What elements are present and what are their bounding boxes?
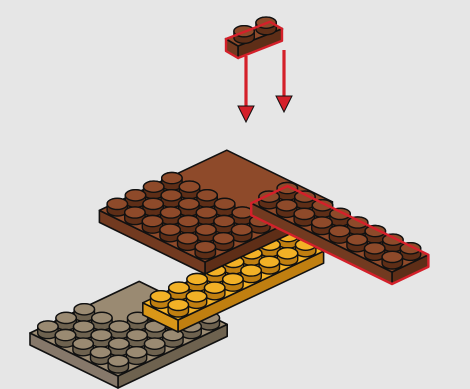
brown-small-stud xyxy=(382,251,402,269)
brown-large-stud-top xyxy=(144,181,164,192)
yellow-stud-top xyxy=(241,265,261,276)
tan-stud-top xyxy=(109,321,129,332)
tan-stud-top xyxy=(126,347,146,358)
yellow-stud-top xyxy=(168,299,188,310)
tan-stud-top xyxy=(127,330,147,341)
yellow-stud xyxy=(205,282,225,300)
brown-large-stud-top xyxy=(143,198,163,209)
tan-stud xyxy=(145,338,165,356)
brown-large-stud-top xyxy=(161,190,181,201)
brown-large-stud-top xyxy=(179,181,199,192)
yellow-stud-top xyxy=(186,291,206,302)
yellow-stud xyxy=(186,291,206,309)
brown-large-stud-top xyxy=(160,224,180,235)
brown-small-stud-top xyxy=(329,226,349,237)
brown-large-stud-top xyxy=(215,198,235,209)
brown-large-stud-top xyxy=(196,207,216,218)
brown-large-stud-top xyxy=(107,198,127,209)
brown-small-stud-top xyxy=(294,208,314,219)
brown-large-stud-top xyxy=(232,224,252,235)
brown-large-stud-top xyxy=(197,190,217,201)
tan-stud-top xyxy=(92,312,112,323)
brown-large-stud-top xyxy=(142,216,162,227)
brown-large-stud-top xyxy=(178,216,198,227)
brown-large-stud-top xyxy=(196,224,216,235)
brown-large-stud-top xyxy=(161,207,181,218)
tan-stud-top xyxy=(145,338,165,349)
yellow-stud xyxy=(277,248,297,266)
yellow-stud-top xyxy=(151,291,171,302)
brown-large-stud-top xyxy=(213,233,233,244)
yellow-stud xyxy=(168,299,188,317)
yellow-stud-top xyxy=(223,274,243,285)
yellow-stud-top xyxy=(259,256,279,267)
yellow-stud xyxy=(223,274,243,292)
yellow-stud-top xyxy=(277,248,297,259)
tan-stud-top xyxy=(108,355,128,366)
tan-stud-top xyxy=(74,304,94,315)
tan-stud-top xyxy=(55,330,75,341)
brown-large-stud-top xyxy=(195,241,215,252)
brown-large-stud-top xyxy=(214,216,234,227)
tan-stud-top xyxy=(91,347,111,358)
yellow-stud xyxy=(241,265,261,283)
yellow-stud-top xyxy=(169,282,189,293)
yellow-stud-top xyxy=(187,274,207,285)
tan-stud xyxy=(108,355,128,373)
tan-stud-top xyxy=(38,321,58,332)
brown-large-stud xyxy=(232,224,252,242)
brown-small-stud-top xyxy=(347,234,367,245)
tan-stud-top xyxy=(74,321,94,332)
yellow-stud-top xyxy=(205,282,225,293)
brown-large-stud-top xyxy=(162,173,182,184)
brown-small-stud-top xyxy=(259,191,279,202)
brown-small-stud-top xyxy=(382,251,402,262)
brown-large-stud-top xyxy=(178,233,198,244)
tan-stud xyxy=(126,347,146,365)
brown-large-stud-top xyxy=(125,190,145,201)
brown-large-stud-top xyxy=(125,207,145,218)
tan-stud-top xyxy=(56,312,76,323)
brown-large-stud xyxy=(195,241,215,259)
brown-small-stud-top xyxy=(312,217,332,228)
tan-stud-top xyxy=(73,338,93,349)
brown-small-stud-top xyxy=(277,200,297,211)
tan-stud-top xyxy=(109,338,129,349)
tan-stud xyxy=(163,330,183,348)
brown-large-stud-top xyxy=(179,198,199,209)
tan-stud-top xyxy=(91,330,111,341)
brown-large-stud xyxy=(213,233,233,251)
brown-small-stud-top xyxy=(365,243,385,254)
yellow-stud xyxy=(259,256,279,274)
brown-large-stud-top xyxy=(232,207,252,218)
